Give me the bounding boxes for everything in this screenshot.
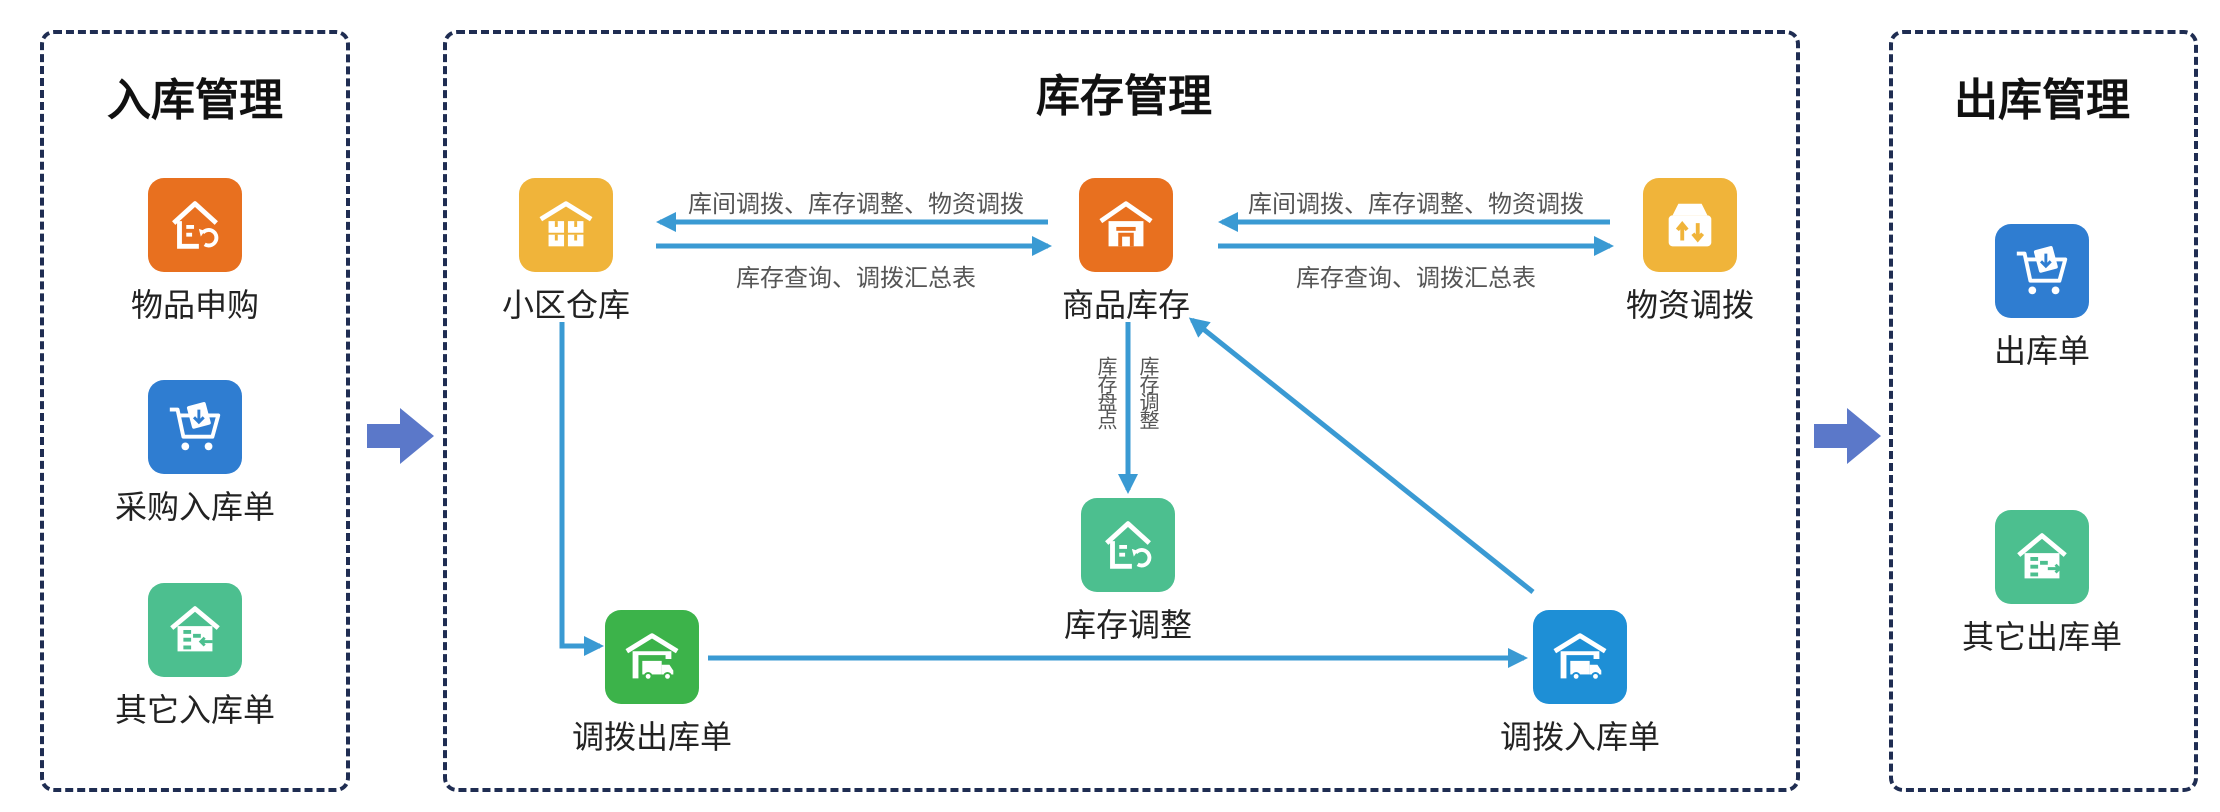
tile-outbound-order (1994, 224, 2089, 318)
tile-goods-inventory (1078, 178, 1173, 272)
inbound-item-purchase-inbound[interactable]: 采购入库单 (115, 380, 275, 528)
inbound-item-purchase-request[interactable]: 物品申购 (131, 178, 259, 326)
house-return-icon (172, 201, 219, 249)
tile-materials-transfer (1642, 178, 1737, 272)
inventory-title: 库存管理 (1036, 71, 1212, 122)
node-materials-transfer[interactable]: 物资调拨 (1626, 178, 1754, 326)
warehouse-boxes-icon (539, 201, 593, 247)
tile-other-inbound (147, 583, 242, 677)
edge-label-bottom-right: 库存查询、调拨汇总表 (1296, 264, 1536, 292)
truck-warehouse-icon (1553, 633, 1607, 681)
store-icon (1099, 201, 1153, 247)
tile-purchase-inbound (147, 380, 242, 474)
edge-label-bottom-left: 库存查询、调拨汇总表 (736, 264, 976, 292)
edge-community-to-transfer-out (559, 322, 604, 656)
label-community-warehouse: 小区仓库 (501, 286, 631, 324)
tile-other-outbound (1994, 510, 2089, 604)
edge-label-top-right: 库间调拨、库存调整、物资调拨 (1248, 190, 1584, 218)
outbound-item-other-outbound[interactable]: 其它出库单 (1962, 510, 2122, 658)
outbound-item-outbound-order[interactable]: 出库单 (1994, 224, 2090, 372)
inbound-panel (40, 30, 350, 792)
tile-stock-adjustment (1080, 498, 1175, 592)
node-transfer-outbound[interactable]: 调拨出库单 (572, 610, 732, 758)
flow-arrow-inbound-to-inventory (367, 408, 434, 464)
house-return-icon (1105, 521, 1152, 569)
edge-label-stock-adjust: 库存调整 (1136, 356, 1160, 428)
node-community-warehouse[interactable]: 小区仓库 (502, 178, 630, 326)
inventory-panel (443, 30, 1800, 792)
label-goods-inventory: 商品库存 (1061, 286, 1191, 324)
node-transfer-inbound[interactable]: 调拨入库单 (1500, 610, 1660, 758)
label-other-inbound: 其它入库单 (114, 691, 276, 729)
tile-purchase-request (147, 178, 242, 272)
outbound-panel (1889, 30, 2198, 792)
node-goods-inventory[interactable]: 商品库存 (1062, 178, 1190, 326)
cart-download-icon (2016, 246, 2068, 295)
outbound-title: 出库管理 (1954, 75, 2130, 126)
label-purchase-inbound: 采购入库单 (114, 488, 276, 526)
node-stock-adjustment[interactable]: 库存调整 (1064, 498, 1192, 646)
edge-transfer-in-to-goods (1188, 317, 1535, 594)
cart-download-icon (169, 402, 221, 451)
house-outbound-icon (2017, 533, 2067, 579)
label-outbound-order: 出库单 (1993, 332, 2091, 370)
tile-transfer-outbound (604, 610, 699, 704)
tile-transfer-inbound (1532, 610, 1627, 704)
house-inbound-icon (170, 606, 220, 652)
truck-warehouse-icon (625, 633, 679, 681)
edge-label-stocktake: 库存盘点 (1094, 356, 1118, 428)
box-transfer-icon (1668, 203, 1712, 247)
flow-arrow-inventory-to-outbound (1814, 408, 1881, 464)
label-materials-transfer: 物资调拨 (1625, 286, 1755, 324)
label-purchase-request: 物品申购 (130, 286, 260, 324)
label-stock-adjustment: 库存调整 (1063, 606, 1193, 644)
label-transfer-outbound: 调拨出库单 (571, 718, 733, 756)
inbound-item-other-inbound[interactable]: 其它入库单 (115, 583, 275, 731)
tile-community-warehouse (518, 178, 613, 272)
label-transfer-inbound: 调拨入库单 (1499, 718, 1661, 756)
inbound-title: 入库管理 (107, 75, 283, 126)
edge-label-top-left: 库间调拨、库存调整、物资调拨 (688, 190, 1024, 218)
label-other-outbound: 其它出库单 (1961, 618, 2123, 656)
